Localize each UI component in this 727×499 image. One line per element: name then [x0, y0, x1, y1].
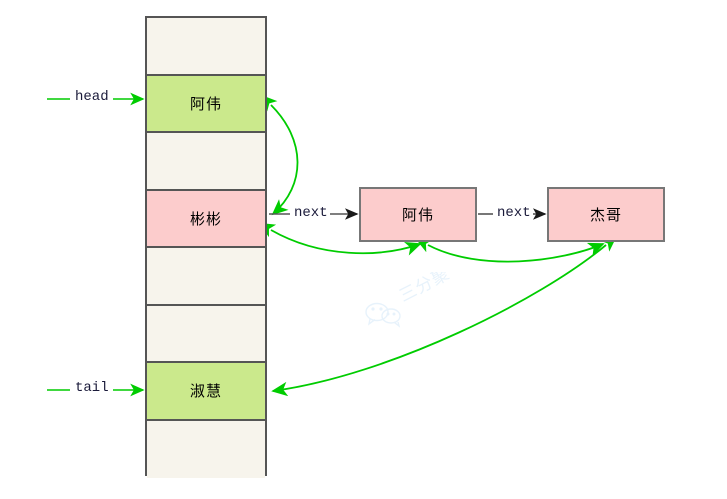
array-cell-2[interactable] — [147, 133, 265, 191]
tail-label: tail — [73, 380, 111, 396]
array-cell-1[interactable]: 阿伟 — [147, 75, 265, 133]
node-box-awei-label: 阿伟 — [401, 208, 434, 224]
link-arrow-node-jiege-to-shuhui — [271, 235, 618, 397]
node-box-jiege[interactable]: 杰哥 — [547, 187, 665, 242]
link-arrow-node-awei-to-node-jiege — [415, 238, 605, 263]
array-cell-7[interactable] — [147, 420, 265, 478]
next-label-2: next — [495, 205, 533, 221]
array-cell-5[interactable] — [147, 305, 265, 363]
array-cell-3-label: 彬彬 — [189, 211, 222, 228]
array-column: 阿伟 彬彬 淑慧 — [145, 16, 267, 478]
array-cell-1-label: 阿伟 — [189, 96, 222, 113]
array-cell-6[interactable]: 淑慧 — [147, 363, 265, 421]
array-cell-4[interactable] — [147, 248, 265, 306]
node-box-jiege-label: 杰哥 — [589, 208, 622, 224]
head-label: head — [73, 89, 111, 105]
node-box-awei[interactable]: 阿伟 — [359, 187, 477, 242]
array-cell-6-label: 淑慧 — [189, 384, 222, 401]
array-cell-0[interactable] — [147, 18, 265, 76]
next-label-1: next — [292, 205, 330, 221]
array-cell-3[interactable]: 彬彬 — [147, 190, 265, 248]
link-arrow-awei-to-binbin — [260, 94, 299, 216]
